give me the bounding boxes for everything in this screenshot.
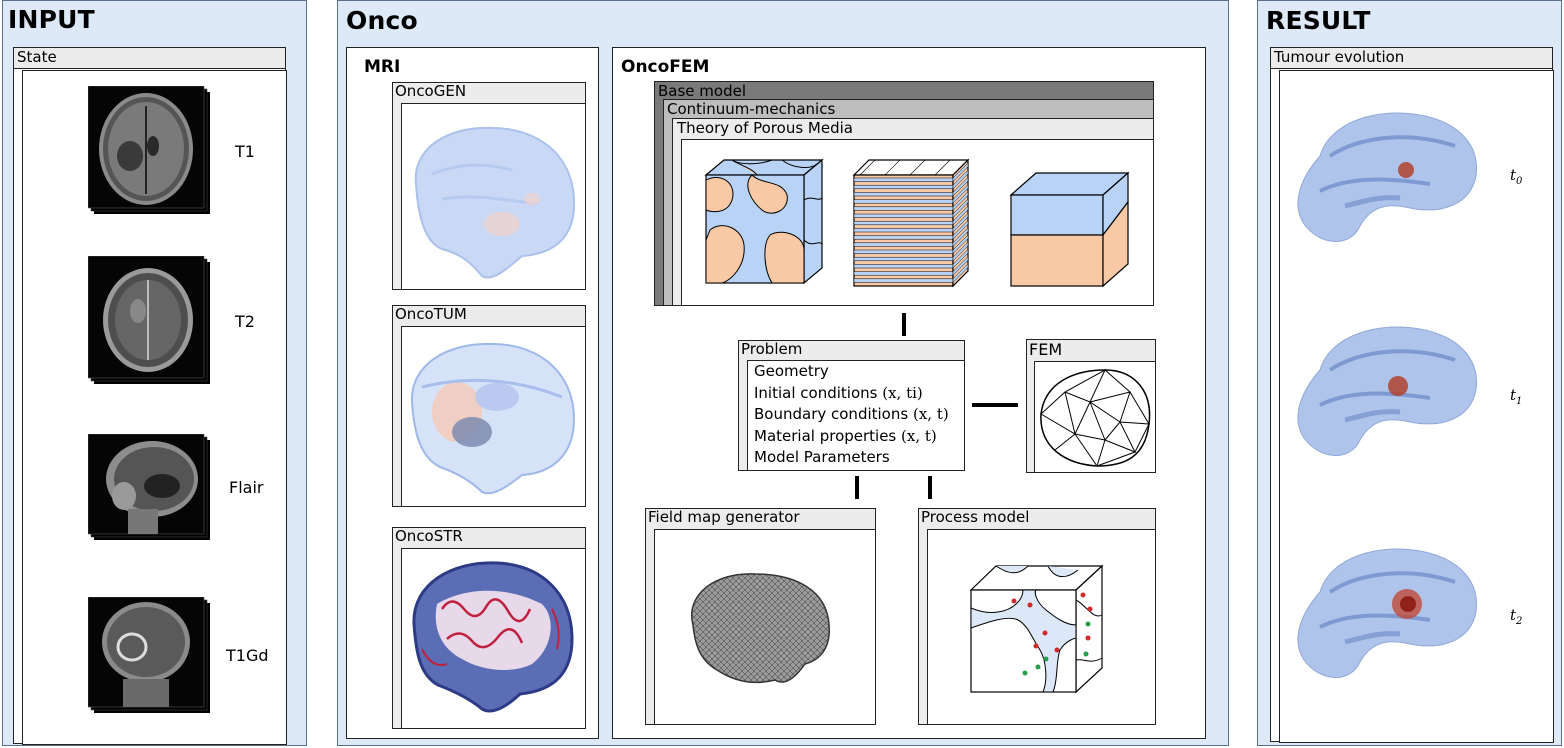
problem-boundary-args: (x, t) [912, 405, 949, 423]
onco-title: Onco [346, 6, 418, 35]
input-title: INPUT [8, 5, 95, 34]
tpm-content [681, 139, 1154, 306]
oncostr-view [401, 548, 586, 729]
brain-structure-render-image [412, 561, 574, 713]
scan-label-t1gd: T1Gd [226, 646, 269, 665]
process-cube-icon [969, 564, 1104, 694]
scan-label-t2: T2 [235, 312, 255, 331]
fieldmap-header: Field map generator [648, 508, 800, 526]
brain-tumour-render-image [410, 342, 576, 495]
fieldmap-view [654, 529, 876, 725]
problem-material: Material properties (x, t) [754, 426, 937, 445]
tumour-brain-image [1297, 112, 1477, 242]
mri-scan-image [88, 256, 210, 384]
connector-problem-process [928, 476, 932, 499]
layer-continuum-label: Continuum-mechanics [667, 100, 836, 118]
problem-params: Model Parameters [754, 448, 890, 466]
mri-scan-image [88, 434, 210, 540]
tumour-brain-image [1297, 548, 1477, 678]
oncotum-header: OncoTUM [395, 305, 467, 323]
mri-scan-image [88, 597, 210, 713]
layered-cube-stripes [853, 159, 969, 284]
oncostr-header: OncoSTR [395, 527, 463, 545]
tumour-brain-image [1297, 326, 1477, 456]
oncogen-header: OncoGEN [395, 82, 467, 100]
time-t0: t0 [1510, 166, 1523, 187]
time-t2: t2 [1510, 606, 1523, 627]
problem-boundary: Boundary conditions (x, t) [754, 405, 949, 423]
oncogen-view [401, 103, 586, 290]
scan-t1gd [88, 597, 210, 713]
result-title: RESULT [1266, 6, 1371, 35]
brain-mesh-image [690, 573, 830, 683]
state-header: State [13, 47, 286, 69]
mri-scan-image [88, 86, 210, 214]
layer-tpm-label: Theory of Porous Media [677, 119, 853, 137]
problem-list: Geometry Initial conditions (x, ti) Boun… [747, 360, 965, 471]
process-box: Process model [918, 508, 1156, 725]
scan-label-t1: T1 [235, 142, 255, 161]
scan-label-flair: Flair [229, 478, 264, 497]
brain-t1 [1290, 310, 1490, 472]
oncotum-view [401, 326, 586, 507]
process-view [927, 529, 1156, 725]
mri-title: MRI [364, 57, 401, 77]
problem-initial-args: (x, ti) [882, 383, 923, 402]
connector-problem-fieldmap [855, 476, 859, 499]
brain-t2 [1290, 532, 1490, 694]
oncostr-module: OncoSTR [392, 527, 586, 729]
oncofem-title: OncoFEM [621, 57, 710, 77]
brain-render-image [414, 126, 576, 279]
scan-t2 [88, 256, 210, 384]
fem-box: FEM [1026, 339, 1156, 473]
fem-view [1034, 361, 1156, 473]
problem-initial: Initial conditions (x, ti) [754, 383, 923, 402]
scan-flair [88, 434, 210, 540]
process-header: Process model [921, 508, 1030, 526]
connector-layers-problem [902, 313, 906, 336]
layer-base-label: Base model [658, 82, 747, 100]
fem-header: FEM [1029, 340, 1063, 359]
problem-material-args: (x, t) [901, 426, 937, 445]
scan-t1 [88, 86, 210, 214]
oncogen-module: OncoGEN [392, 82, 586, 290]
oncotum-module: OncoTUM [392, 305, 586, 507]
porous-cube-icon [704, 158, 824, 285]
fem-mesh-icon [1040, 368, 1151, 468]
problem-geometry: Geometry [754, 362, 829, 380]
brain-t0 [1290, 96, 1490, 258]
problem-header: Problem [741, 340, 803, 358]
porous-media-cubes [704, 158, 1130, 288]
tumour-header: Tumour evolution [1270, 47, 1553, 69]
time-t1: t1 [1510, 386, 1523, 407]
connector-problem-fem [972, 403, 1018, 407]
problem-box: Problem Geometry Initial conditions (x, … [738, 340, 965, 471]
fieldmap-box: Field map generator [645, 508, 876, 725]
two-phase-cube-icon [1009, 171, 1130, 288]
